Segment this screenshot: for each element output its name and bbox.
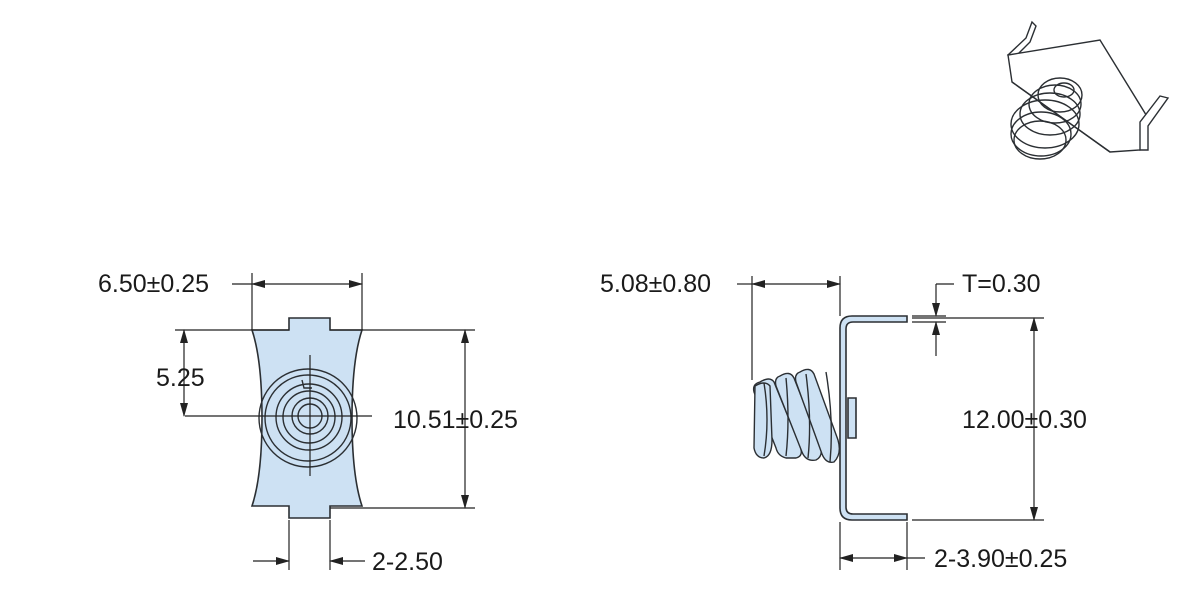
side-tab-dimension: 2-3.90±0.25 [839, 522, 1067, 573]
side-view: 5.08±0.80 T=0.30 12.00±0.30 2-3.90±0.25 [600, 270, 1087, 573]
isometric-view [1006, 20, 1170, 160]
front-width-label: 6.50±0.25 [98, 270, 209, 298]
battery-spring-contact-isometric-icon [1006, 20, 1170, 160]
side-spring-dimension: 5.08±0.80 [600, 270, 841, 380]
front-view: 6.50±0.25 5.25 10.51±0.25 2-2.50 [98, 270, 518, 576]
front-width-dimension: 6.50±0.25 [98, 270, 363, 330]
side-spring-label: 5.08±0.80 [600, 270, 711, 298]
front-tab-dimension: 2-2.50 [253, 520, 443, 576]
front-tab-label: 2-2.50 [372, 548, 443, 576]
front-offset-label: 5.25 [156, 364, 205, 392]
front-height-dimension: 10.51±0.25 [330, 329, 518, 509]
front-view-part [185, 317, 372, 519]
side-view-part [752, 315, 908, 521]
side-thickness-label: T=0.30 [962, 270, 1041, 298]
side-thickness-dimension: T=0.30 [912, 270, 1041, 356]
front-height-label: 10.51±0.25 [393, 406, 518, 434]
side-height-label: 12.00±0.30 [962, 406, 1087, 434]
front-offset-dimension: 5.25 [156, 329, 289, 417]
side-height-dimension: 12.00±0.30 [912, 317, 1087, 521]
side-tab-label: 2-3.90±0.25 [934, 545, 1067, 573]
